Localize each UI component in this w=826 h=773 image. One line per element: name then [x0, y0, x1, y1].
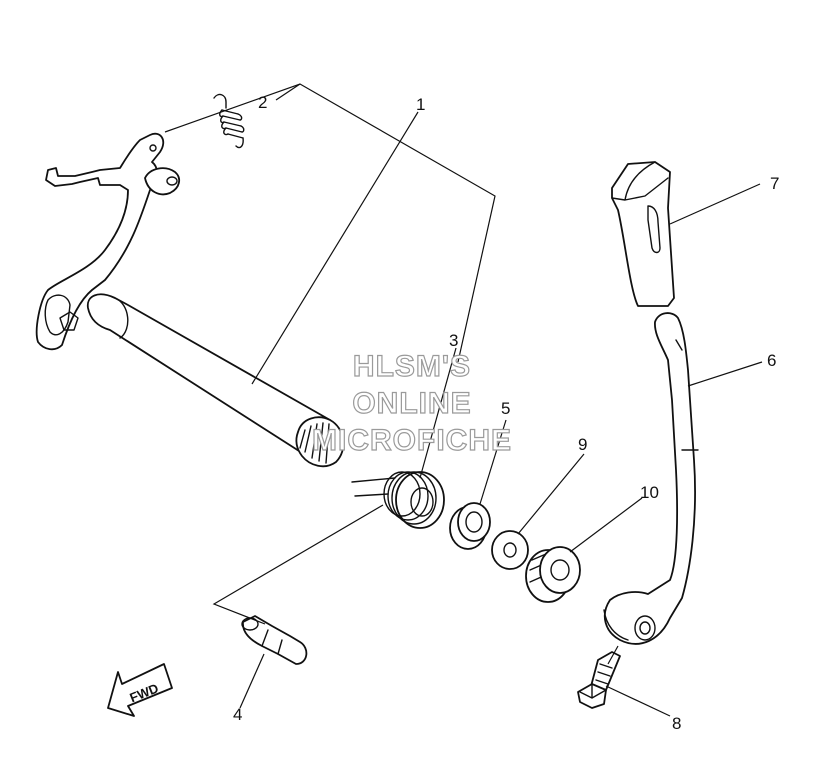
damper-part-10[interactable] — [525, 546, 581, 603]
callout-6[interactable]: 6 — [767, 351, 776, 370]
callout-1[interactable]: 1 — [416, 95, 425, 114]
stud-bolt-part-4[interactable] — [241, 615, 308, 665]
watermark-line-3: MICROFICHE — [312, 424, 512, 457]
watermark: HLSM'S ONLINE MICROFICHE — [311, 349, 512, 457]
oil-seal-part-5[interactable] — [449, 502, 491, 550]
callout-3[interactable]: 3 — [449, 331, 458, 350]
torsion-spring-part-3[interactable] — [351, 471, 445, 529]
callout-7[interactable]: 7 — [770, 174, 779, 193]
callout-2[interactable]: 2 — [258, 93, 267, 112]
fwd-arrow-icon — [107, 663, 173, 717]
watermark-line-2: ONLINE — [352, 387, 471, 420]
shift-pedal-part-6[interactable] — [603, 312, 699, 645]
leader-lines — [164, 83, 763, 717]
shift-shaft-part-1[interactable] — [35, 132, 345, 468]
pedal-rubber-part-7[interactable] — [611, 161, 675, 307]
callout-10[interactable]: 10 — [640, 483, 659, 502]
washer-part-9[interactable] — [491, 530, 529, 570]
fwd-direction-arrow: FWD — [107, 663, 173, 717]
callout-5[interactable]: 5 — [501, 399, 510, 418]
callout-8[interactable]: 8 — [672, 714, 681, 733]
callout-9[interactable]: 9 — [578, 435, 587, 454]
watermark-line-1: HLSM'S — [353, 350, 471, 383]
callout-labels: 1 2 3 4 5 6 7 8 9 10 — [233, 93, 779, 733]
spring-part-2[interactable] — [213, 93, 245, 149]
bolt-part-8[interactable] — [577, 651, 621, 709]
callout-4[interactable]: 4 — [233, 705, 242, 724]
